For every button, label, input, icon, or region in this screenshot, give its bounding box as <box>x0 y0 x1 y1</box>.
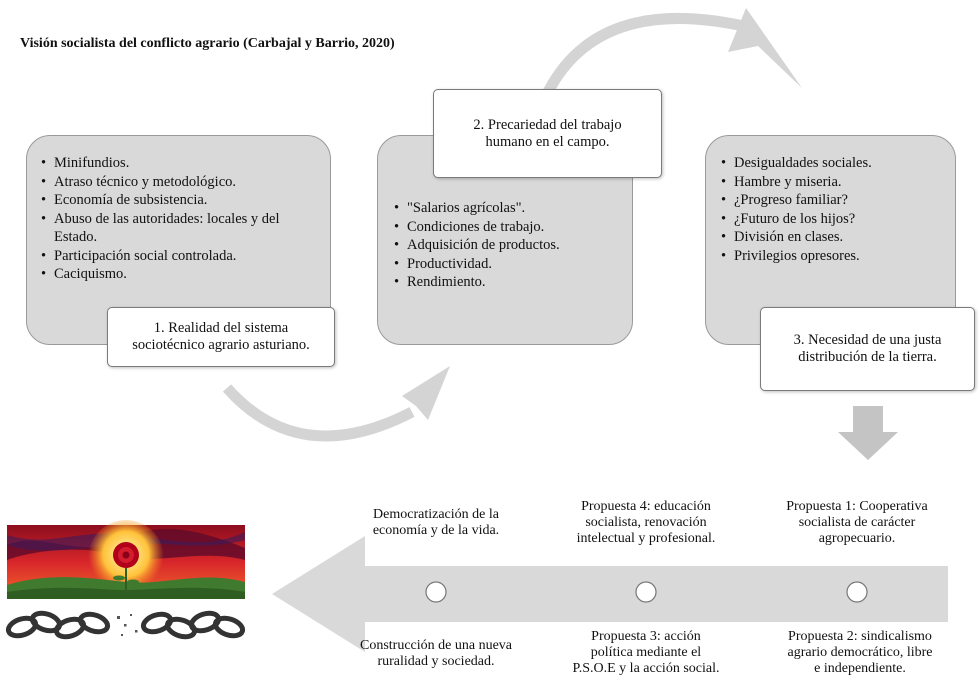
timeline-bottom-1: Construcción de una nueva ruralidad y so… <box>359 638 512 669</box>
curved-arrow-top <box>543 13 754 95</box>
list-item: Productividad. <box>394 255 630 274</box>
timeline-node-2 <box>635 581 657 603</box>
list-item: División en clases. <box>721 228 953 247</box>
curved-arrow-bottom-head <box>402 366 450 420</box>
rose-emblem-image <box>7 520 245 599</box>
timeline-arrow <box>272 536 948 652</box>
diagram-title: Visión socialista del conflicto agrario … <box>20 36 395 51</box>
timeline-node-3 <box>846 581 868 603</box>
timeline-top-3: Propuesta 1: Cooperativa socialista de c… <box>786 499 928 546</box>
list-item: Atraso técnico y metodológico. <box>41 173 323 192</box>
stage-1-label: 1. Realidad del sistema sociotécnico agr… <box>107 307 335 367</box>
list-item: Caciquismo. <box>41 265 323 284</box>
timeline-bottom-3: Propuesta 2: sindicalismo agrario democr… <box>787 629 933 676</box>
curved-arrow-bottom <box>222 384 415 442</box>
stage-3-list: Desigualdades sociales. Hambre y miseria… <box>721 154 953 265</box>
list-item: Desigualdades sociales. <box>721 154 953 173</box>
timeline-top-2: Propuesta 4: educación socialista, renov… <box>576 499 716 546</box>
stage-1-list: Minifundios. Atraso técnico y metodológi… <box>41 154 323 284</box>
list-item: Adquisición de productos. <box>394 236 630 255</box>
list-item: ¿Progreso familiar? <box>721 191 953 210</box>
list-item: ¿Futuro de los hijos? <box>721 210 953 229</box>
list-item: Economía de subsistencia. <box>41 191 323 210</box>
list-item: Hambre y miseria. <box>721 173 953 192</box>
list-item: Privilegios opresores. <box>721 247 953 266</box>
timeline-top-1: Democratización de la economía y de la v… <box>372 507 500 538</box>
list-item: "Salarios agrícolas". <box>394 199 630 218</box>
list-item: Participación social controlada. <box>41 247 323 266</box>
list-item: Abuso de las autoridades: locales y del … <box>41 210 323 247</box>
timeline-bottom-2: Propuesta 3: acción política mediante el… <box>572 629 720 676</box>
list-item: Rendimiento. <box>394 273 630 292</box>
down-arrow <box>838 406 898 460</box>
stage-2-label: 2. Precariedad del trabajo humano en el … <box>433 89 662 178</box>
stage-2-list: "Salarios agrícolas". Condiciones de tra… <box>394 199 630 292</box>
list-item: Condiciones de trabajo. <box>394 218 630 237</box>
curved-arrow-top-head <box>728 8 802 88</box>
stage-3-label: 3. Necesidad de una justa distribución d… <box>760 307 975 391</box>
list-item: Minifundios. <box>41 154 323 173</box>
chain-fragments <box>117 614 138 636</box>
timeline-node-1 <box>425 581 447 603</box>
broken-chain-icon <box>5 610 246 640</box>
